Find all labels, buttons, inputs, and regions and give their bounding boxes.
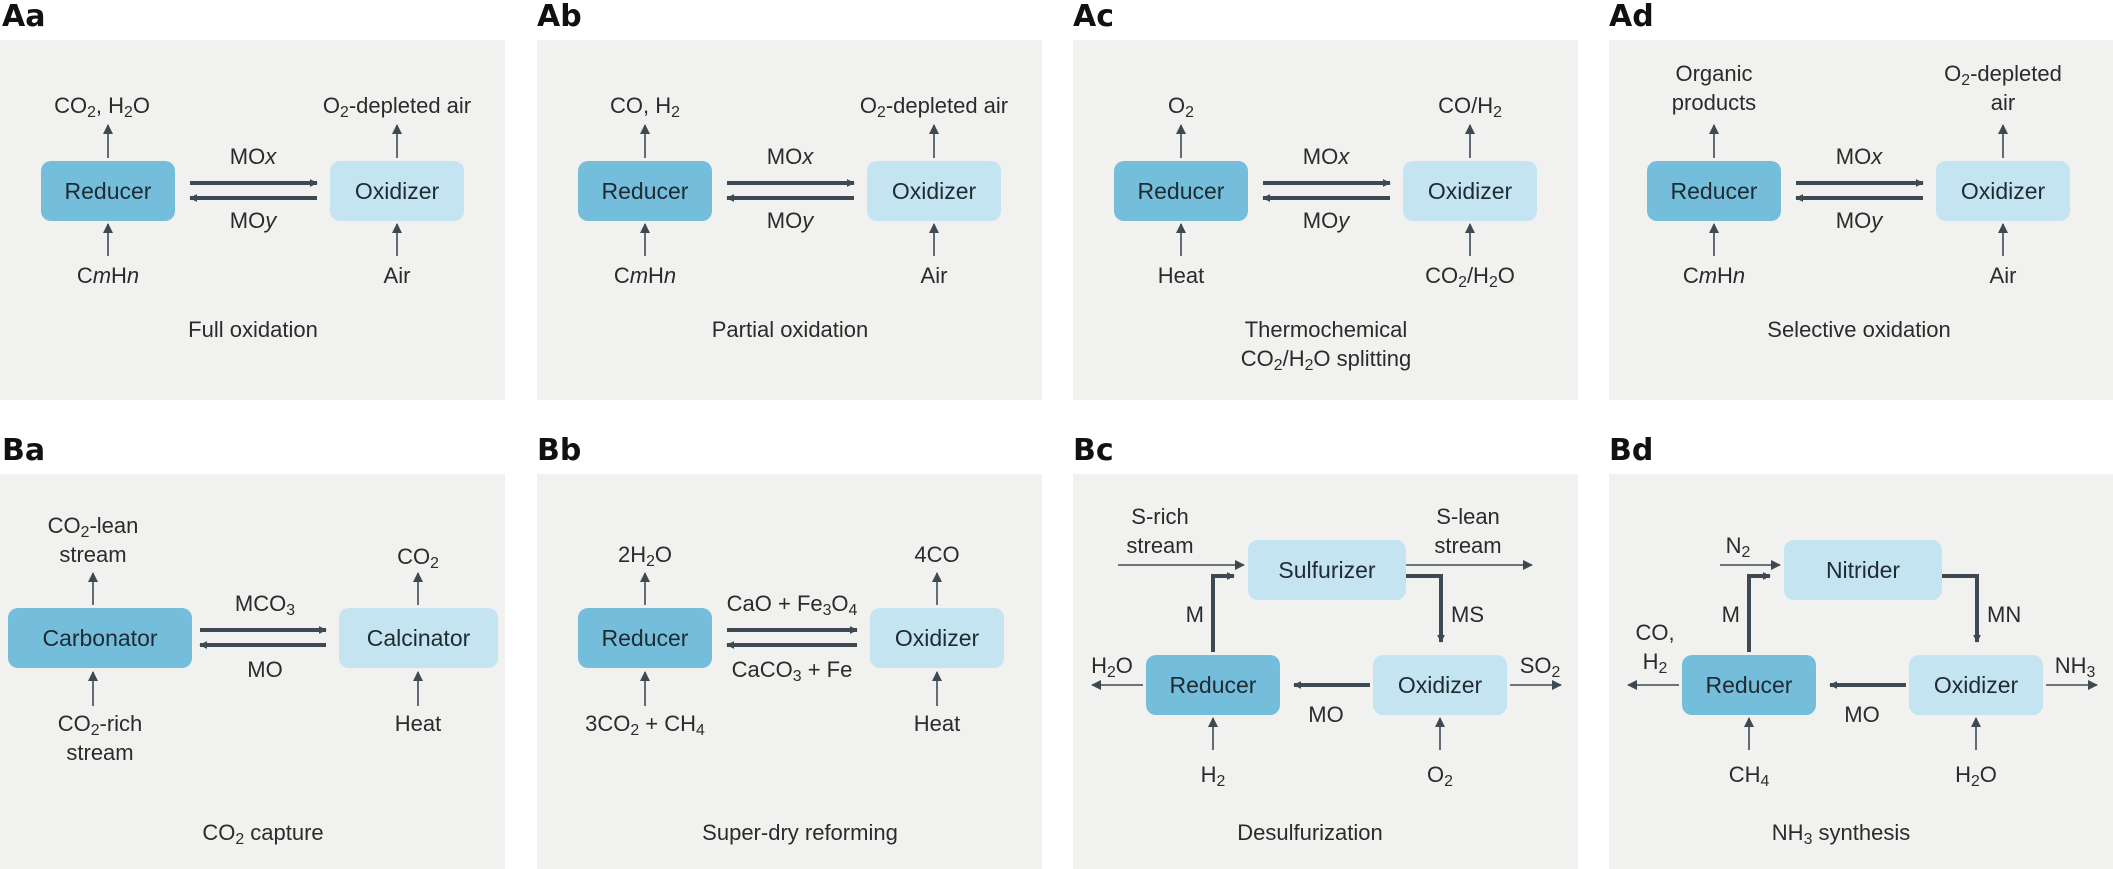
aa-oxidizer-box: Oxidizer [330, 161, 464, 221]
ad-backward-label: MOy [1835, 208, 1883, 233]
ab-reducer-box: Reducer [578, 161, 712, 221]
bc-oxidizer-box: Oxidizer [1373, 655, 1507, 715]
bc-reducer-input: H2 [1200, 762, 1226, 790]
ba-backward-label: MO [247, 657, 283, 682]
ab-caption: Partial oxidation [711, 317, 869, 342]
bc-side-arrows [1091, 560, 1562, 750]
bc-caption: Desulfurization [1237, 820, 1383, 845]
bd-nitrider-box: Nitrider [1784, 540, 1942, 600]
ab-oxidizer-input: Air [920, 263, 948, 288]
bc-sulfurizer-box: Sulfurizer [1248, 540, 1406, 600]
bd-reducer-box: Reducer [1682, 655, 1816, 715]
ab-oxidizer-box: Oxidizer [867, 161, 1001, 221]
ad-reducer-input: CmHn [1682, 263, 1746, 288]
aa-oxidizer-input: Air [383, 263, 411, 288]
bb-oxidizer-input: Heat [913, 711, 961, 736]
bd-nitrider-input: N2 [1725, 533, 1751, 561]
ba-calcinator-output: CO2 [397, 544, 439, 572]
bc-reducer-output: H2O [1091, 653, 1133, 681]
ba-carbonator-box: Carbonator [8, 608, 192, 668]
bd-bottom-arrow-label: MO [1844, 702, 1880, 727]
ad-oxidizer-input: Air [1989, 263, 2017, 288]
aa-reducer-input: CmHn [76, 263, 140, 288]
bd-caption: NH3 synthesis [1771, 820, 1911, 848]
ad-oxidizer-box: Oxidizer [1936, 161, 2070, 221]
aa-oxidizer-output: O2-depleted air [322, 93, 472, 121]
panel-label-ad: Ad [1609, 0, 1654, 34]
bb-oxidizer-box: Oxidizer [870, 608, 1004, 668]
row-b-vertical-arrows [88, 572, 942, 706]
panel-label-bb: Bb [537, 433, 582, 468]
aa-reducer-output: CO2, H2O [54, 93, 150, 121]
bd-side-arrows [1627, 560, 2098, 750]
ac-reducer-output: O2 [1168, 93, 1194, 121]
ad-reducer-box: Reducer [1647, 161, 1781, 221]
ac-backward-label: MOy [1302, 208, 1350, 233]
panel-label-ac: Ac [1073, 0, 1115, 34]
ac-oxidizer-input: CO2/H2O [1425, 263, 1515, 291]
aa-reducer-box: Reducer [41, 161, 175, 221]
bd-reducer-input: CH4 [1728, 762, 1770, 790]
bb-forward-label: CaO + Fe3O4 [726, 591, 858, 619]
ac-reducer-box: Reducer [1114, 161, 1248, 221]
bc-loop-arrows [1211, 572, 1445, 689]
bd-oxidizer-box: Oxidizer [1909, 655, 2043, 715]
panel-label-ab: Ab [537, 0, 582, 34]
ba-forward-label: MCO3 [234, 591, 296, 619]
ad-forward-label: MOx [1835, 144, 1883, 169]
ba-calcinator-box: Calcinator [339, 608, 498, 668]
bd-right-arrow-label: MN [1987, 602, 2022, 627]
bb-oxidizer-output: 4CO [914, 542, 960, 567]
ac-forward-label: MOx [1302, 144, 1350, 169]
panel-label-aa: Aa [2, 0, 46, 34]
ad-caption: Selective oxidation [1767, 317, 1951, 342]
ac-oxidizer-output: CO/H2 [1438, 93, 1502, 121]
panel-label-ba: Ba [2, 433, 46, 468]
aa-backward-label: MOy [229, 208, 277, 233]
ab-forward-label: MOx [766, 144, 814, 169]
bc-right-arrow-label: MS [1451, 602, 1484, 627]
bb-caption: Super-dry reforming [702, 820, 898, 845]
bc-oxidizer-output: SO2 [1519, 653, 1561, 681]
ab-backward-label: MOy [766, 208, 814, 233]
ab-reducer-input: CmHn [613, 263, 677, 288]
ab-reducer-output: CO, H2 [610, 93, 680, 121]
bd-loop-arrows [1747, 572, 1981, 689]
bb-backward-label: CaCO3 + Fe [731, 657, 853, 685]
ab-oxidizer-output: O2-depleted air [859, 93, 1009, 121]
bd-left-arrow-label: M [1721, 602, 1740, 627]
row-a-vertical-arrows [103, 124, 2008, 256]
ac-reducer-input: Heat [1157, 263, 1205, 288]
bb-reducer-output: 2H2O [617, 542, 673, 570]
bc-reducer-box: Reducer [1146, 655, 1280, 715]
bb-reducer-box: Reducer [578, 608, 712, 668]
ac-oxidizer-box: Oxidizer [1403, 161, 1537, 221]
bc-left-arrow-label: M [1185, 602, 1204, 627]
aa-caption: Full oxidation [188, 317, 318, 342]
panel-bb [537, 474, 1042, 869]
bd-oxidizer-output: NH3 [2054, 653, 2096, 681]
bb-reducer-input: 3CO2 + CH4 [585, 711, 705, 739]
panel-label-bc: Bc [1073, 433, 1114, 468]
ba-calcinator-input: Heat [394, 711, 442, 736]
bc-oxidizer-input: O2 [1427, 762, 1453, 790]
bd-reducer-output: CO,H2 [1635, 620, 1675, 677]
panel-label-bd: Bd [1609, 433, 1654, 468]
row-a-double-arrows [189, 179, 1924, 202]
bd-oxidizer-input: H2O [1955, 762, 1997, 790]
row-b-double-arrows [199, 626, 858, 649]
ba-caption: CO2 capture [202, 820, 324, 848]
aa-forward-label: MOx [229, 144, 277, 169]
bc-bottom-arrow-label: MO [1308, 702, 1344, 727]
